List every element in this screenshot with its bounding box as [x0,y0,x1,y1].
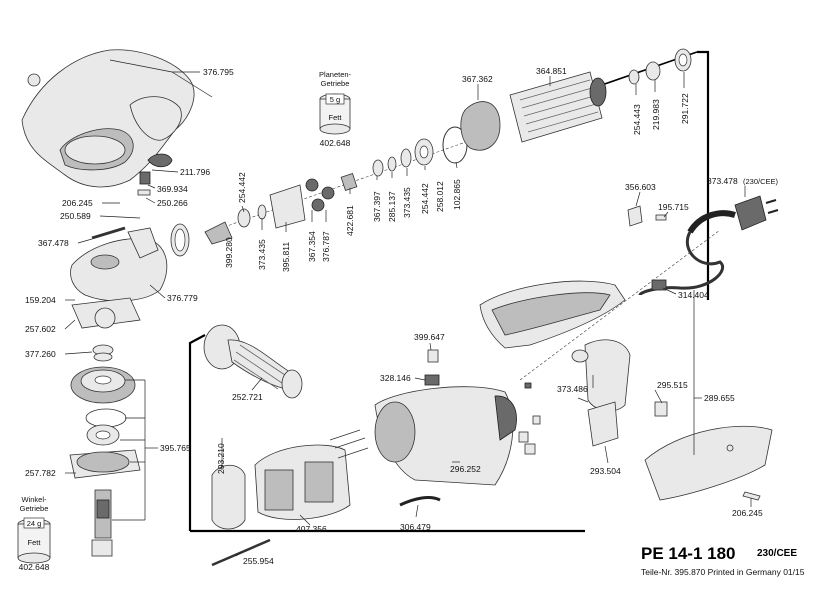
svg-text:Fett: Fett [329,113,343,122]
part-label: 395.811 [281,242,291,272]
part-label: 257.782 [25,468,56,478]
part-label: 376.787 [321,231,331,262]
part-label: 376.795 [203,67,234,77]
handle-cover [644,425,773,501]
part-label: 159.204 [25,295,56,305]
grease-tub-angle [17,517,51,564]
part-label: 376.779 [167,293,198,303]
part-label: 295.515 [657,380,688,390]
part-label: 367.478 [38,238,69,248]
part-label: 211.796 [180,167,210,177]
motor-housing [374,386,541,486]
part-label: 250.266 [157,198,188,208]
part-label: 289.655 [704,393,735,403]
part-label: 367.354 [307,231,317,262]
part-label: 395.765 [160,443,191,453]
part-label: 206.245 [732,508,763,518]
part-label: 407.356 [296,524,327,534]
power-cord [627,195,779,296]
part-label: 252.721 [232,392,263,402]
part-label: 373.435 [257,239,267,270]
spindle-assembly [69,449,141,557]
part-label: 293.504 [590,466,621,476]
handle-housing [479,229,721,381]
svg-text:402.648: 402.648 [320,138,351,148]
cord-variant-label: (230/CEE) [743,177,779,186]
part-label: 314.404 [678,290,709,300]
part-label: 364.851 [536,66,567,76]
electronics [424,339,668,447]
part-label: 250.589 [60,211,91,221]
model-title: PE 14-1 180 [641,544,736,563]
svg-text:24 g: 24 g [27,519,42,528]
side-handle [203,324,303,399]
part-label: 367.362 [462,74,493,84]
svg-text:Getriebe: Getriebe [321,79,350,88]
part-label: 102.865 [452,179,462,210]
svg-text:Winkel-: Winkel- [21,495,47,504]
gear-housing-cover [21,49,195,188]
grease-label-angle: Winkel- Getriebe 24 g Fett 402.648 [19,495,50,572]
print-note: Teile-Nr. 395.870 Printed in Germany 01/… [641,567,805,577]
svg-text:Getriebe: Getriebe [20,504,49,513]
part-label: 206.245 [62,198,93,208]
part-label: 254.442 [420,183,430,214]
armature [460,48,692,151]
part-label: 356.603 [625,182,656,192]
bevel-gear [70,366,136,446]
part-label: 254.442 [237,172,247,203]
model-variant: 230/CEE [757,548,798,559]
svg-text:Planeten-: Planeten- [319,70,352,79]
part-label: 377.260 [25,349,56,359]
part-label: 399.280 [224,237,234,268]
part-label: 399.647 [414,332,445,342]
svg-text:5 g: 5 g [330,95,340,104]
part-label: 255.954 [243,556,274,566]
stator [211,429,441,567]
part-label: 367.397 [372,191,382,222]
part-label: 195.715 [658,202,689,212]
part-label: 328.146 [380,373,411,383]
part-label: 422.681 [345,205,355,236]
part-label: 373.435 [402,187,412,218]
svg-text:Fett: Fett [28,538,42,547]
part-label: 257.602 [25,324,56,334]
part-label: 219.983 [651,99,661,130]
part-label: 306.479 [400,522,431,532]
grease-tub-planetary [319,93,351,135]
part-label: 296.252 [450,464,481,474]
part-label: 254.443 [632,104,642,135]
flange-plate [71,297,141,362]
part-label: 373.486 [557,384,588,394]
part-labels: 376.795 211.796 369.934 250.266 206.245 … [25,66,779,566]
part-label: 373.478 [707,176,738,186]
part-label: 285.137 [387,191,397,222]
leader-lines [64,59,752,557]
part-label: 291.722 [680,93,690,124]
gear-head [70,171,190,302]
svg-text:402.648: 402.648 [19,562,50,572]
grease-label-planetary: Planeten- Getriebe 5 g Fett 402.648 [319,70,352,148]
part-label: 369.934 [157,184,188,194]
part-label: 293.210 [216,443,226,474]
part-label: 258.012 [435,181,445,212]
planetary-gear-row [204,126,501,245]
